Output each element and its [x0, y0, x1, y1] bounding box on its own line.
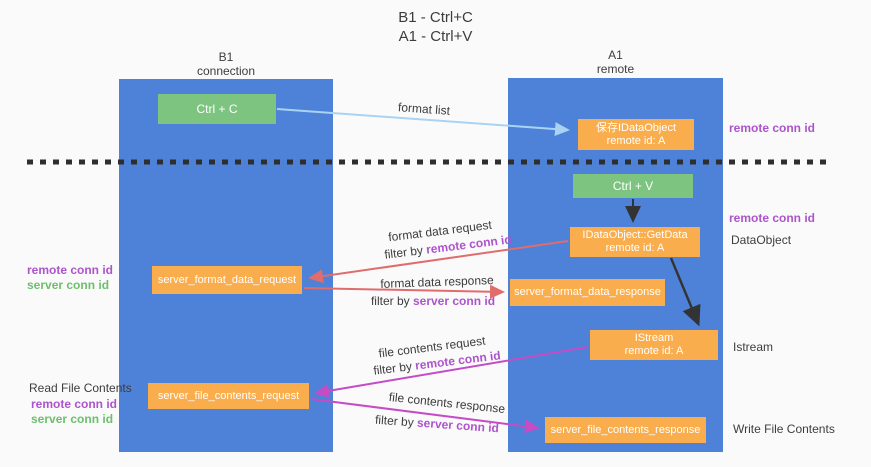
- title-line-2: A1 - Ctrl+V: [398, 28, 473, 45]
- annotation-istream: Istream: [733, 340, 774, 354]
- label-format-list: format list: [397, 100, 451, 118]
- annotation-left-conn-ids-bottom: remote conn id server conn id: [31, 397, 117, 427]
- node-ctrl-c: Ctrl + C: [158, 94, 276, 124]
- node-server-file-contents-response: server_file_contents_response: [545, 417, 706, 443]
- node-save-idataobject-line1: 保存IDataObject: [595, 121, 677, 134]
- node-file-response-label: server_file_contents_response: [550, 423, 701, 436]
- node-ctrl-v: Ctrl + V: [573, 174, 693, 198]
- annotation-write-file-contents: Write File Contents: [733, 422, 835, 436]
- node-getdata-line1: IDataObject::GetData: [582, 229, 688, 241]
- node-server-format-data-request: server_format_data_request: [152, 266, 302, 294]
- diagram-title: B1 - Ctrl+C A1 - Ctrl+V: [0, 8, 871, 46]
- node-idataobject-getdata: IDataObject::GetData remote id: A: [570, 227, 700, 257]
- annotation-remote-conn-id-mid-right: remote conn id: [729, 211, 816, 225]
- lane-header-a1: A1 remote: [508, 48, 723, 76]
- filter-value-4: server conn id: [416, 415, 500, 436]
- filter-prefix-2: filter by: [370, 294, 413, 308]
- node-istream-line2: remote id: A: [624, 345, 684, 357]
- node-save-idataobject: 保存IDataObject remote id: A: [578, 119, 694, 150]
- annotation-left-remote-conn-id-1: remote conn id: [27, 263, 114, 277]
- filter-prefix-3: filter by: [372, 358, 417, 378]
- node-server-format-data-response: server_format_data_response: [510, 279, 665, 306]
- filter-value-2: server conn id: [412, 294, 496, 308]
- annotation-dataobject: DataObject: [731, 233, 792, 247]
- annotation-left-server-conn-id-1: server conn id: [27, 278, 110, 292]
- lane-header-b1: B1 connection: [120, 50, 332, 78]
- label-format-data-response: format data response: [380, 273, 494, 291]
- node-server-file-contents-request: server_file_contents_request: [148, 383, 309, 409]
- filter-prefix-1: filter by: [383, 242, 428, 262]
- label-filter-by-server-2: filter by server conn id: [375, 413, 500, 436]
- lane-b1-name: B1: [218, 50, 234, 64]
- label-file-contents-response: file contents response: [388, 389, 506, 417]
- node-file-request-label: server_file_contents_request: [157, 389, 300, 402]
- node-getdata-line2: remote id: A: [605, 242, 665, 254]
- lane-a1-name: A1: [608, 48, 623, 62]
- title-line-1: B1 - Ctrl+C: [398, 9, 473, 26]
- node-save-idataobject-line2: remote id: A: [606, 134, 666, 147]
- lane-a1-role: remote: [596, 62, 635, 76]
- annotation-left-server-conn-id-2: server conn id: [31, 412, 114, 426]
- node-istream-line1: IStream: [634, 332, 674, 344]
- node-format-response-label: server_format_data_response: [514, 286, 661, 298]
- node-istream: IStream remote id: A: [590, 330, 718, 360]
- annotation-read-file-contents: Read File Contents: [29, 381, 132, 395]
- annotation-left-conn-ids-top: remote conn id server conn id: [27, 263, 113, 293]
- annotation-left-remote-conn-id-2: remote conn id: [31, 397, 118, 411]
- lane-b1-role: connection: [196, 64, 256, 78]
- node-ctrl-c-label: Ctrl + C: [196, 101, 238, 116]
- label-filter-by-server-1: filter by server conn id: [371, 294, 495, 308]
- annotation-remote-conn-id-top-right: remote conn id: [729, 121, 816, 135]
- node-ctrl-v-label: Ctrl + V: [612, 178, 654, 193]
- filter-prefix-4: filter by: [374, 412, 418, 430]
- node-format-request-label: server_format_data_request: [157, 273, 297, 286]
